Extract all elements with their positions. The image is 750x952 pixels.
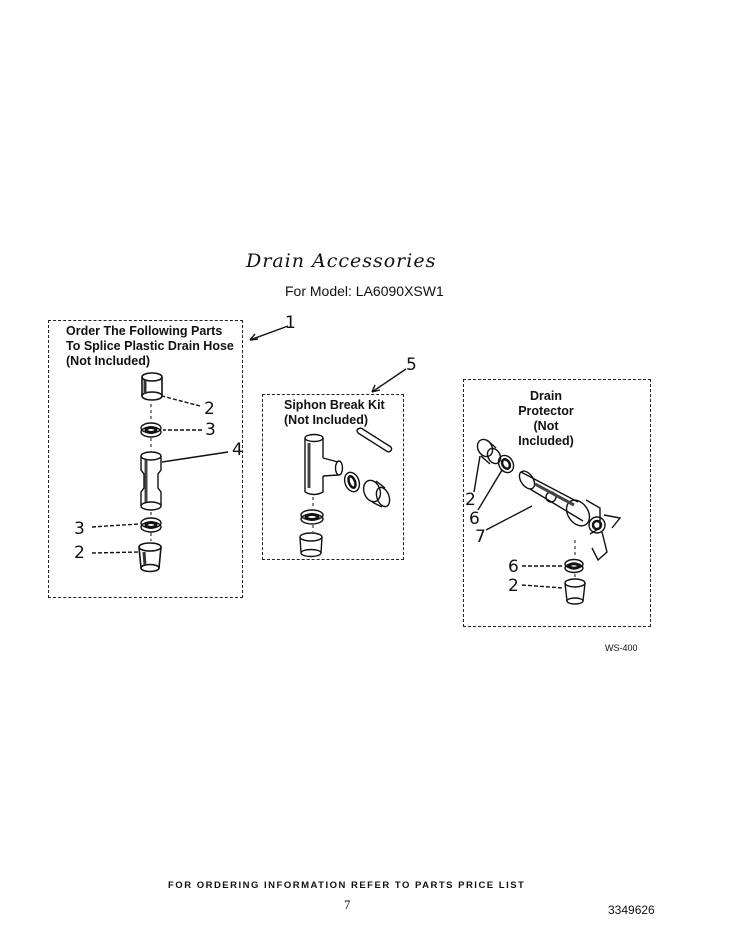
callout-g3-2b: 2 bbox=[508, 576, 519, 596]
drain-protector-body bbox=[518, 470, 622, 562]
arrowhead-1 bbox=[249, 333, 259, 341]
callout-g1-2a: 2 bbox=[204, 399, 215, 419]
siphon-cap bbox=[362, 479, 391, 508]
siphon-tee bbox=[304, 433, 344, 496]
callout-g3-6a: 6 bbox=[469, 509, 480, 529]
siphon-pin bbox=[356, 427, 393, 453]
callout-g3-6b: 6 bbox=[508, 557, 519, 577]
leader-g3-6a bbox=[477, 469, 503, 511]
document-part-number: 3349626 bbox=[608, 903, 655, 917]
drain-protector-clamp bbox=[564, 558, 584, 574]
drain-protector-ring bbox=[497, 454, 515, 474]
callout-g1-3b: 3 bbox=[74, 519, 85, 539]
drain-protector-label: Drain Protector (Not Included) bbox=[508, 389, 584, 449]
clamp-ring-bottom bbox=[140, 517, 162, 533]
leader-g3-7 bbox=[485, 505, 533, 531]
label-line: (Not Included) bbox=[518, 419, 574, 448]
leader-g1-4 bbox=[161, 451, 229, 463]
hose-adapter-bottom bbox=[138, 542, 162, 573]
leader-line-5 bbox=[371, 368, 407, 393]
callout-1: 1 bbox=[285, 313, 296, 333]
leader-g3-2a bbox=[473, 455, 481, 493]
callout-g3-2a: 2 bbox=[465, 490, 476, 510]
label-line: To Splice Plastic Drain Hose bbox=[66, 339, 234, 353]
hose-adapter-top bbox=[141, 372, 163, 401]
splice-parts-box bbox=[48, 320, 243, 598]
callout-5: 5 bbox=[406, 355, 417, 375]
siphon-break-kit-label: Siphon Break Kit (Not Included) bbox=[284, 398, 385, 428]
leader-g1-3b bbox=[91, 523, 140, 528]
leader-g1-2a bbox=[161, 395, 201, 407]
label-line: (Not Included) bbox=[66, 354, 151, 368]
leader-g1-2b bbox=[91, 551, 140, 554]
arrowhead-5 bbox=[371, 384, 381, 393]
diagram-code: WS-400 bbox=[605, 643, 638, 653]
leader-g3-2b bbox=[521, 584, 564, 589]
page-number: 7 bbox=[344, 897, 351, 912]
drain-protector-box bbox=[463, 379, 651, 627]
coupling-tube bbox=[140, 451, 162, 511]
ordering-info: FOR ORDERING INFORMATION REFER TO PARTS … bbox=[168, 880, 526, 891]
siphon-adapter bbox=[299, 532, 323, 558]
siphon-ring bbox=[343, 471, 361, 493]
diagram-title: Drain Accessories bbox=[246, 250, 437, 272]
label-line: Drain Protector bbox=[518, 389, 574, 418]
callout-g1-3a: 3 bbox=[205, 420, 216, 440]
callout-g1-4: 4 bbox=[232, 440, 243, 460]
label-line: (Not Included) bbox=[284, 413, 369, 427]
siphon-break-kit-box bbox=[262, 394, 404, 560]
label-line: Order The Following Parts bbox=[66, 324, 223, 338]
siphon-clamp bbox=[300, 509, 324, 525]
label-line: Siphon Break Kit bbox=[284, 398, 385, 412]
callout-g3-7: 7 bbox=[475, 527, 486, 547]
model-number: For Model: LA6090XSW1 bbox=[285, 283, 444, 299]
drain-protector-adapter bbox=[564, 578, 586, 605]
clamp-ring-top bbox=[140, 422, 162, 438]
leader-line-1 bbox=[249, 325, 289, 341]
callout-g1-2b: 2 bbox=[74, 543, 85, 563]
splice-parts-label: Order The Following Parts To Splice Plas… bbox=[66, 324, 234, 369]
